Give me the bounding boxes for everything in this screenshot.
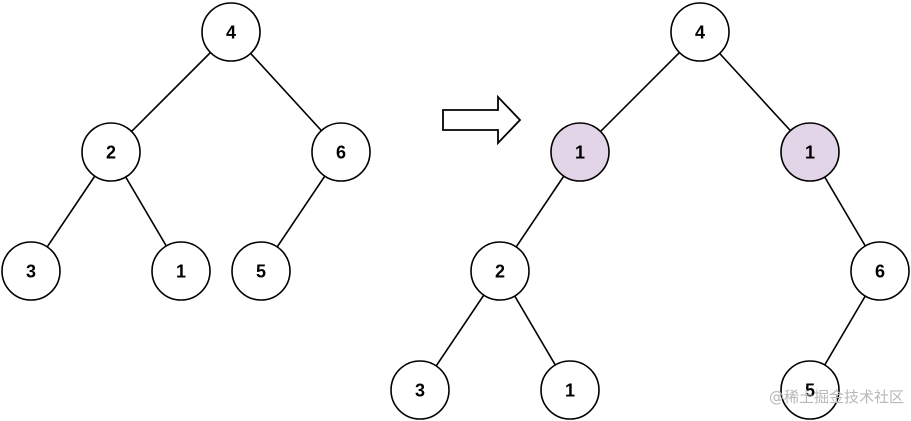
node-label: 1 xyxy=(176,262,186,282)
tree-node: 5 xyxy=(780,360,840,420)
node-label: 1 xyxy=(565,381,575,401)
node-label: 1 xyxy=(805,143,815,163)
before-tree: 4 2 6 3 1 5 xyxy=(1,2,371,301)
node-label: 5 xyxy=(256,262,266,282)
tree-node: 6 xyxy=(311,122,371,182)
node-label: 6 xyxy=(875,262,885,282)
node-label: 6 xyxy=(336,143,346,163)
tree-node: 1 xyxy=(540,360,600,420)
tree-node: 3 xyxy=(1,241,61,301)
after-tree: 4 1 1 2 6 3 1 5 xyxy=(390,2,910,420)
node-label: 4 xyxy=(695,23,705,43)
tree-node: 5 xyxy=(231,241,291,301)
node-label: 3 xyxy=(26,262,36,282)
tree-node: 1 xyxy=(151,241,211,301)
node-label: 5 xyxy=(805,381,815,401)
tree-node: 4 xyxy=(201,2,261,62)
tree-node: 4 xyxy=(670,2,730,62)
after-tree-edges xyxy=(419,31,881,391)
transform-arrow-icon xyxy=(442,94,522,146)
node-label: 2 xyxy=(495,262,505,282)
tree-node: 3 xyxy=(390,360,450,420)
tree-node-highlighted: 1 xyxy=(780,122,840,182)
node-label: 2 xyxy=(106,143,116,163)
tree-node: 2 xyxy=(81,122,141,182)
node-label: 4 xyxy=(226,23,236,43)
tree-node: 6 xyxy=(850,241,910,301)
node-label: 1 xyxy=(575,143,585,163)
watermark: @稀土掘金技术社区 xyxy=(769,388,904,406)
before-tree-edges xyxy=(30,31,342,272)
node-label: 3 xyxy=(415,381,425,401)
tree-node-highlighted: 1 xyxy=(550,122,610,182)
tree-node: 2 xyxy=(470,241,530,301)
